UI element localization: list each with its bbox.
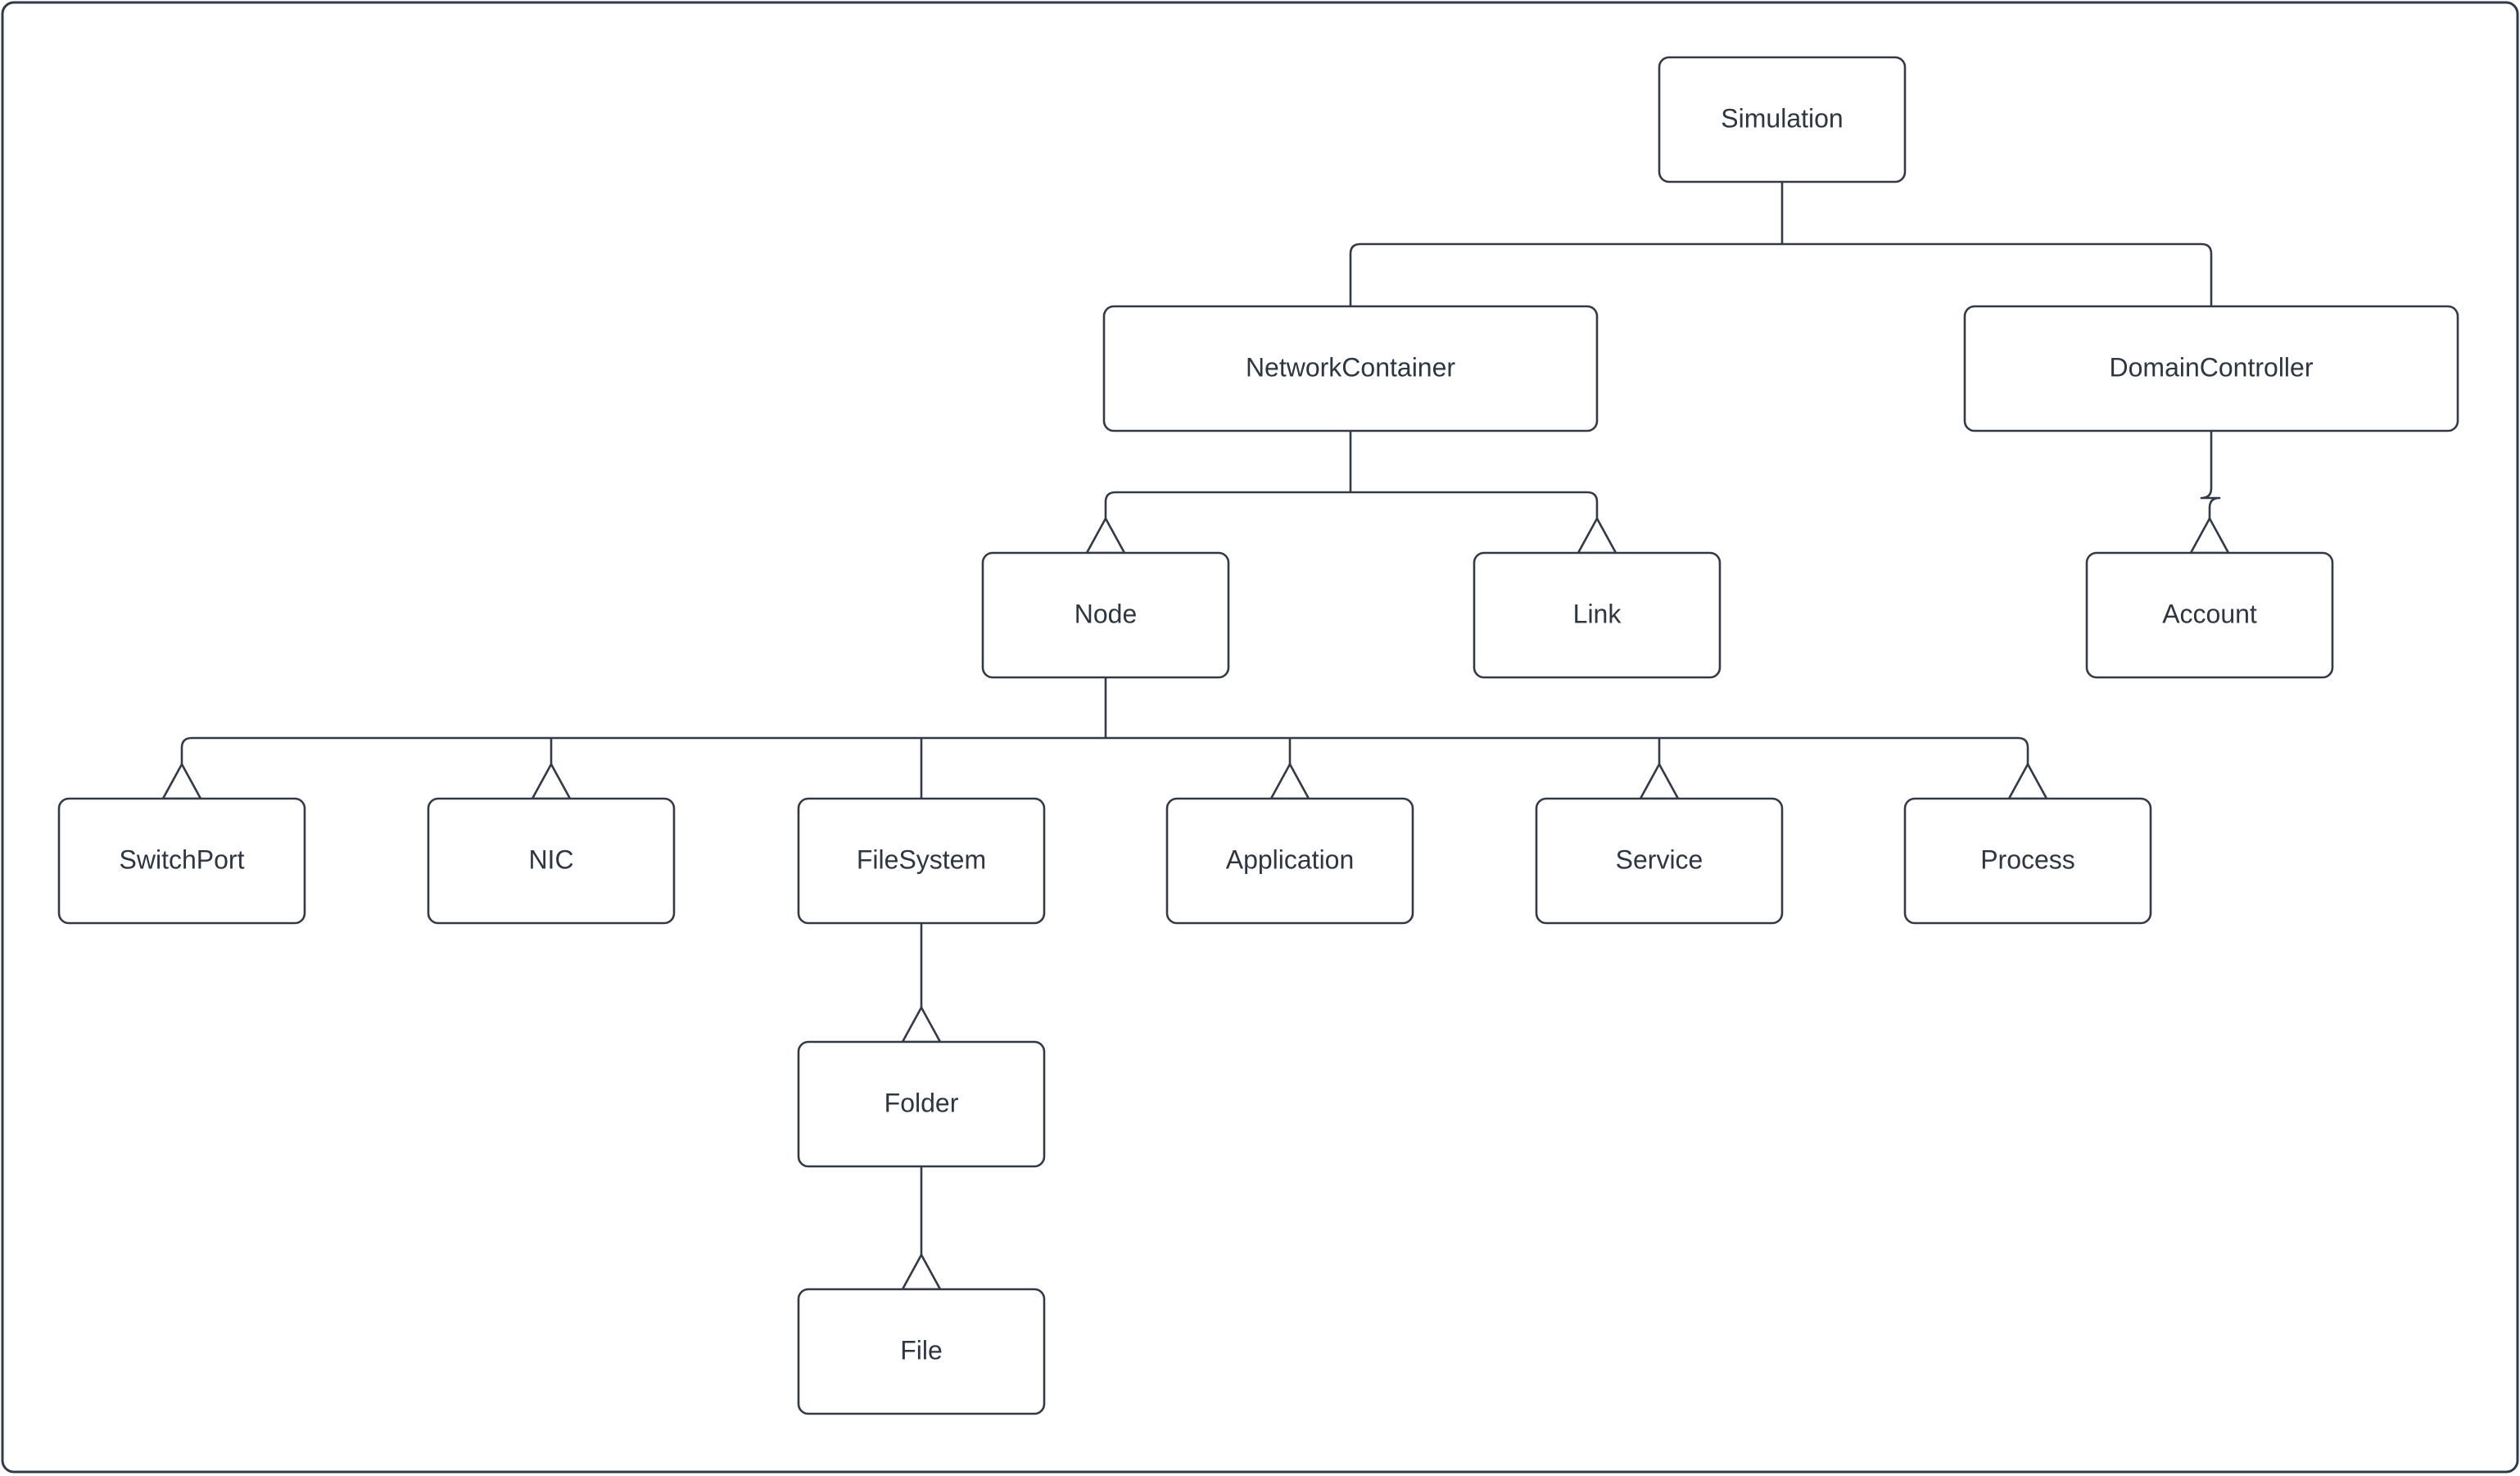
edge-domaincontroller-to-account <box>2200 431 2221 518</box>
class-node-box-domaincontroller[interactable] <box>1963 305 2459 432</box>
class-node-label-file: File <box>900 1335 943 1365</box>
class-node-box-node[interactable] <box>981 551 1230 679</box>
edge-node-to-process <box>2017 736 2029 764</box>
class-node-label-nic: NIC <box>528 844 573 874</box>
class-node-box-service[interactable] <box>1535 797 1784 925</box>
class-node-label-simulation: Simulation <box>1721 103 1843 133</box>
class-node-node[interactable]: Node <box>981 551 1230 679</box>
class-node-link[interactable]: Link <box>1473 551 1721 679</box>
class-node-process[interactable]: Process <box>1903 797 2152 925</box>
class-node-label-service: Service <box>1616 844 1703 874</box>
class-node-box-simulation[interactable] <box>1658 56 1907 183</box>
class-node-box-filesystem[interactable] <box>797 797 1046 925</box>
class-node-account[interactable]: Account <box>2085 551 2334 679</box>
class-node-box-nic[interactable] <box>427 797 676 925</box>
class-node-switchport[interactable]: SwitchPort <box>57 797 306 925</box>
class-node-nic[interactable]: NIC <box>427 797 676 925</box>
class-node-label-process: Process <box>1980 844 2075 874</box>
class-node-box-networkcontainer[interactable] <box>1102 305 1599 432</box>
class-node-box-switchport[interactable] <box>57 797 306 925</box>
class-node-label-application: Application <box>1226 844 1355 874</box>
class-node-file[interactable]: File <box>797 1288 1046 1415</box>
class-node-box-process[interactable] <box>1903 797 2152 925</box>
class-node-domaincontroller[interactable]: DomainController <box>1963 305 2459 432</box>
class-node-networkcontainer[interactable]: NetworkContainer <box>1102 305 1599 432</box>
class-node-label-filesystem: FileSystem <box>857 844 986 874</box>
class-node-box-file[interactable] <box>797 1288 1046 1415</box>
class-node-application[interactable]: Application <box>1165 797 1414 925</box>
class-node-label-account: Account <box>2162 599 2257 628</box>
class-node-folder[interactable]: Folder <box>797 1040 1046 1168</box>
edge-node-to-switchport <box>180 736 192 764</box>
edges-layer <box>161 182 2231 1291</box>
class-node-label-node: Node <box>1075 599 1138 628</box>
class-node-box-folder[interactable] <box>797 1040 1046 1168</box>
class-node-label-link: Link <box>1573 599 1622 628</box>
class-node-label-switchport: SwitchPort <box>120 844 245 874</box>
edge-networkcontainer-to-link <box>1586 491 1599 518</box>
class-node-label-domaincontroller: DomainController <box>2110 352 2314 382</box>
class-node-simulation[interactable]: Simulation <box>1658 56 1907 183</box>
edge-networkcontainer-to-node <box>1104 491 1116 518</box>
class-node-label-networkcontainer: NetworkContainer <box>1246 352 1455 382</box>
class-node-box-link[interactable] <box>1473 551 1721 679</box>
class-node-label-folder: Folder <box>884 1088 959 1117</box>
edge-simulation-to-networkcontainer <box>1349 242 1361 306</box>
class-node-box-account[interactable] <box>2085 551 2334 679</box>
class-node-filesystem[interactable]: FileSystem <box>797 797 1046 925</box>
edge-simulation-to-domaincontroller <box>2201 242 2213 306</box>
class-node-service[interactable]: Service <box>1535 797 1784 925</box>
class-node-box-application[interactable] <box>1165 797 1414 925</box>
